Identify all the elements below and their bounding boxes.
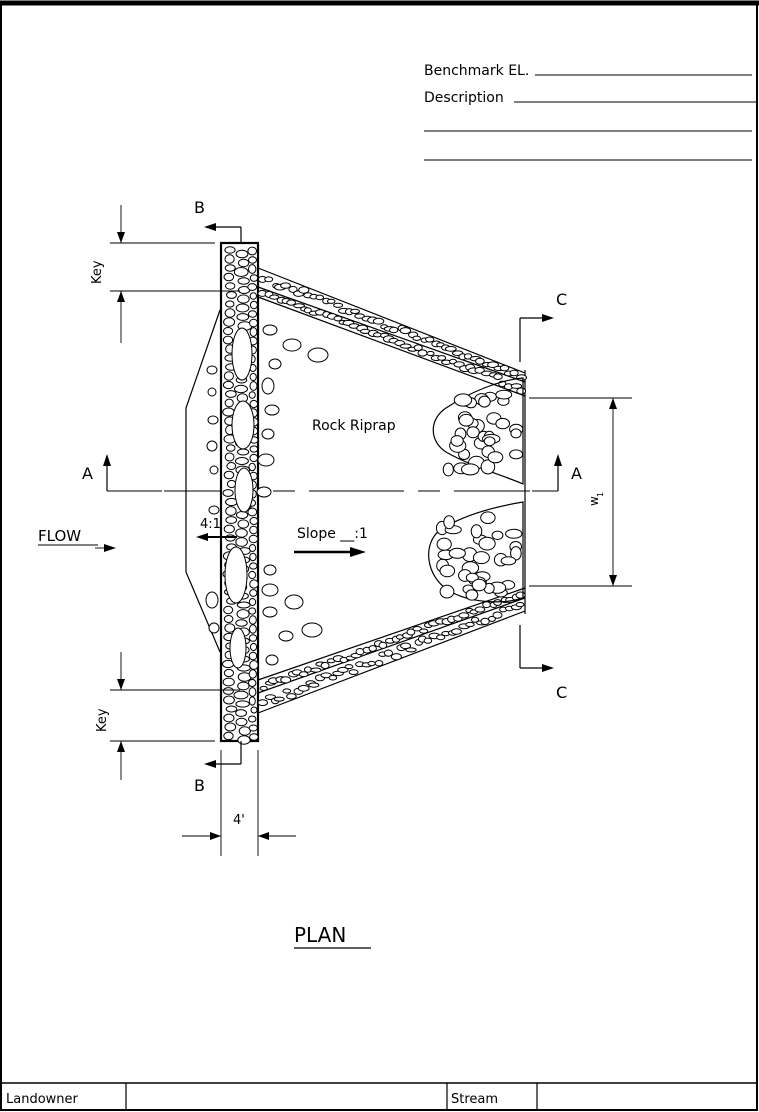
flow-label: FLOW xyxy=(38,527,81,545)
width-dimension: w 1 xyxy=(529,397,632,587)
section-c-bottom-label: C xyxy=(556,683,567,702)
plan-title: PLAN xyxy=(294,923,346,947)
key-width-dimension: 4' xyxy=(182,750,296,856)
description-label: Description xyxy=(424,90,504,106)
key-bottom-label: Key xyxy=(95,708,110,732)
width-label: w xyxy=(587,496,601,506)
key-width-label: 4' xyxy=(233,813,245,828)
section-b-bottom-label: B xyxy=(194,776,205,795)
landowner-label: Landowner xyxy=(6,1092,79,1107)
section-b-bottom: B xyxy=(194,741,242,795)
section-a-right-label: A xyxy=(571,464,582,483)
flow-indicator: FLOW xyxy=(38,527,116,552)
benchmark-label: Benchmark EL. xyxy=(424,63,529,79)
plan-title-group: PLAN xyxy=(294,923,371,949)
top-riprap-band xyxy=(257,267,526,397)
section-b-top-label: B xyxy=(194,198,205,217)
stream-label: Stream xyxy=(451,1092,498,1107)
key-dimension-top: Key xyxy=(90,205,240,343)
outlet-slope-indicator: Slope __:1 xyxy=(294,526,368,557)
outlet-stone-cluster-top xyxy=(432,377,524,485)
key-top-label: Key xyxy=(90,260,105,284)
apron-stones xyxy=(205,324,329,669)
section-c-top: C xyxy=(519,290,567,362)
width-subscript: 1 xyxy=(596,492,605,497)
outlet-stone-cluster-bottom xyxy=(428,501,524,603)
section-a-left-label: A xyxy=(82,464,93,483)
outlet-slope-label: Slope __:1 xyxy=(297,526,368,542)
centerline-a-a: A A xyxy=(82,454,582,492)
inlet-slope-indicator: 4:1 xyxy=(196,517,237,541)
rock-riprap-label: Rock Riprap xyxy=(312,418,396,434)
benchmark-block: Benchmark EL. Description xyxy=(424,63,756,161)
inlet-slope-label: 4:1 xyxy=(200,517,221,532)
section-b-top: B xyxy=(194,198,242,243)
section-c-top-label: C xyxy=(556,290,567,309)
bottom-riprap-band xyxy=(257,587,526,714)
title-block: Landowner Stream xyxy=(1,1082,758,1110)
section-c-bottom: C xyxy=(519,625,567,702)
key-dimension-bottom: Key xyxy=(95,652,240,780)
inlet-apron-outline xyxy=(185,309,221,653)
